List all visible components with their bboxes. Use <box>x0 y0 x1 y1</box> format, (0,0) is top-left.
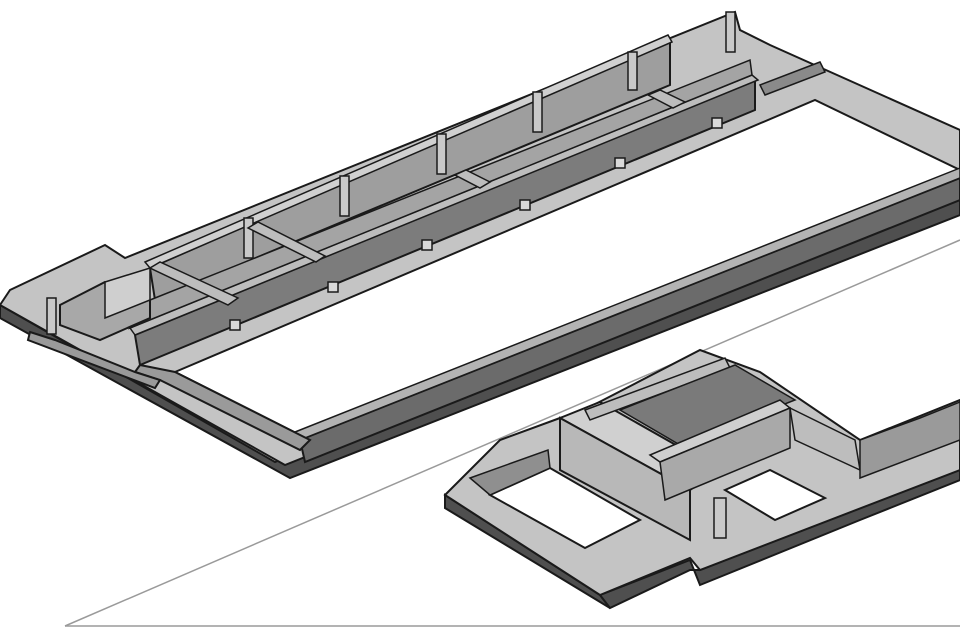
small-partition-face <box>659 406 791 502</box>
pilaster <box>339 175 350 217</box>
small-foundation <box>443 348 960 610</box>
block <box>327 281 339 293</box>
block <box>229 319 241 331</box>
cross-tie <box>453 169 492 189</box>
beam-blocks <box>229 117 723 331</box>
rear-rail <box>758 61 827 96</box>
pilaster <box>627 51 638 91</box>
pilaster <box>243 217 254 259</box>
large-base-slab-side <box>0 188 960 480</box>
pilaster <box>725 11 736 53</box>
block <box>519 199 531 211</box>
left-box-wall <box>104 266 151 320</box>
left-corner-post <box>46 297 57 335</box>
small-right-step-wall <box>859 401 960 480</box>
small-left-pit-wall <box>468 448 551 496</box>
cross-tie <box>246 221 327 263</box>
small-base-slab-side-right <box>598 466 960 610</box>
small-post <box>713 497 727 539</box>
small-right-pit <box>722 468 828 522</box>
block <box>614 157 626 169</box>
small-back-rail-dark <box>618 364 797 446</box>
central-block-side <box>559 416 691 542</box>
block <box>711 117 723 129</box>
large-foundation <box>0 10 960 480</box>
cross-tie <box>646 89 687 109</box>
back-wall-pilasters <box>243 11 736 259</box>
cross-ties <box>148 89 687 306</box>
cross-tie <box>148 261 240 306</box>
left-box-front <box>26 330 162 390</box>
ground-plane-edge <box>64 239 960 627</box>
pilaster <box>532 91 543 133</box>
pilaster <box>436 133 447 175</box>
block <box>421 239 433 251</box>
